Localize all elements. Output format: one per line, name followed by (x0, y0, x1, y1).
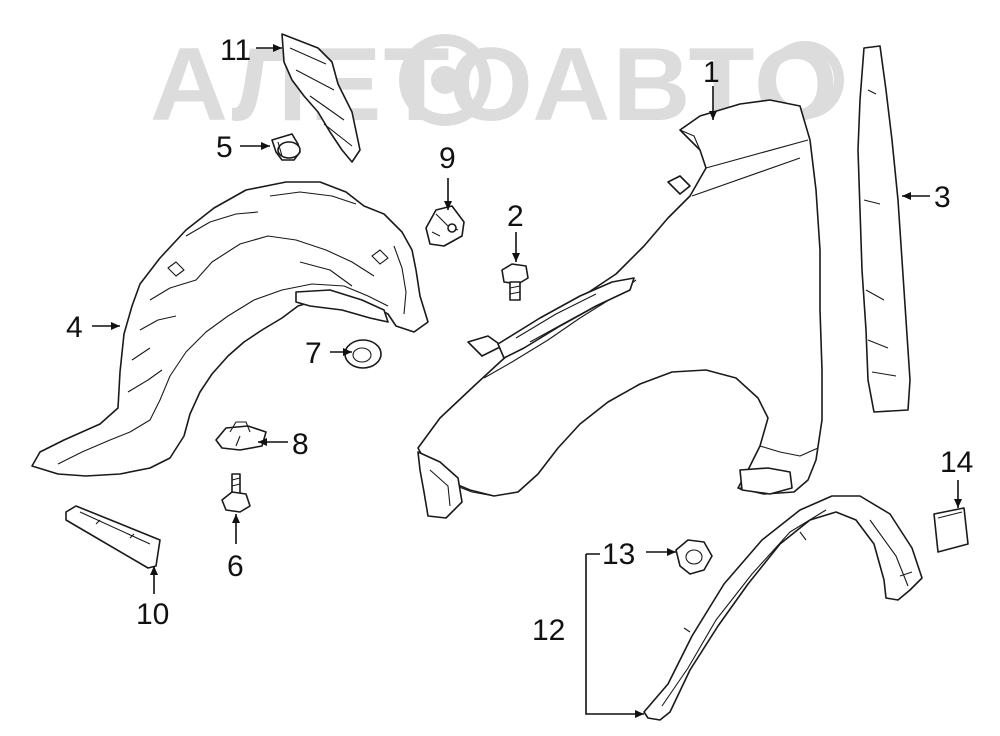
leader-12 (585, 553, 644, 714)
callout-6: 6 (227, 550, 244, 583)
part-1-front-fender (417, 99, 823, 519)
part-10-lower-bracket (65, 505, 161, 569)
callout-11: 11 (220, 34, 251, 67)
part-13-clip (675, 539, 713, 575)
part-12-wheel-arch-moulding (643, 495, 923, 721)
part-14-emblem-plate (933, 507, 969, 553)
callout-1: 1 (703, 56, 720, 89)
part-3-fender-seal (857, 45, 911, 413)
callout-9: 9 (439, 142, 456, 175)
part-6-bolt (221, 473, 251, 513)
callout-7: 7 (305, 337, 322, 370)
callout-3: 3 (934, 181, 951, 214)
part-4-fender-liner (31, 181, 429, 477)
part-5-push-clip (271, 133, 301, 161)
watermark: АЛЕТОАВТО (150, 27, 844, 143)
part-11-fender-bracket (281, 33, 361, 163)
callout-10: 10 (136, 598, 169, 631)
callout-5: 5 (216, 131, 233, 164)
part-8-nut-clip (215, 421, 267, 451)
part-9-bracket-clip (425, 205, 465, 247)
callout-12: 12 (532, 614, 565, 647)
callout-4: 4 (66, 311, 83, 344)
callout-14: 14 (940, 446, 973, 479)
watermark-ring-icon (766, 41, 844, 119)
callout-labels: 1 2 3 4 5 6 7 8 9 10 11 12 13 14 (66, 34, 973, 647)
leader-lines (92, 44, 962, 714)
callout-8: 8 (292, 428, 309, 461)
part-2-bolt (501, 263, 529, 301)
part-7-clip (344, 339, 382, 369)
callout-2: 2 (507, 200, 524, 233)
watermark-gear-icon (399, 34, 491, 126)
callout-13: 13 (602, 538, 635, 571)
